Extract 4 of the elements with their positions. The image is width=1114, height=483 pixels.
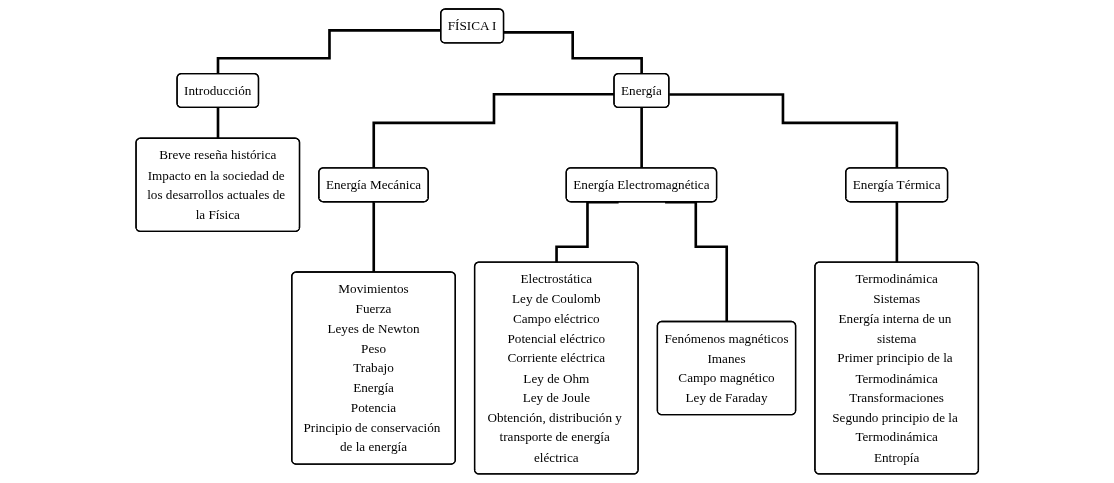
- connector: [372, 200, 376, 274]
- connector: [895, 200, 899, 264]
- connector: [555, 200, 619, 264]
- connector: [216, 106, 220, 140]
